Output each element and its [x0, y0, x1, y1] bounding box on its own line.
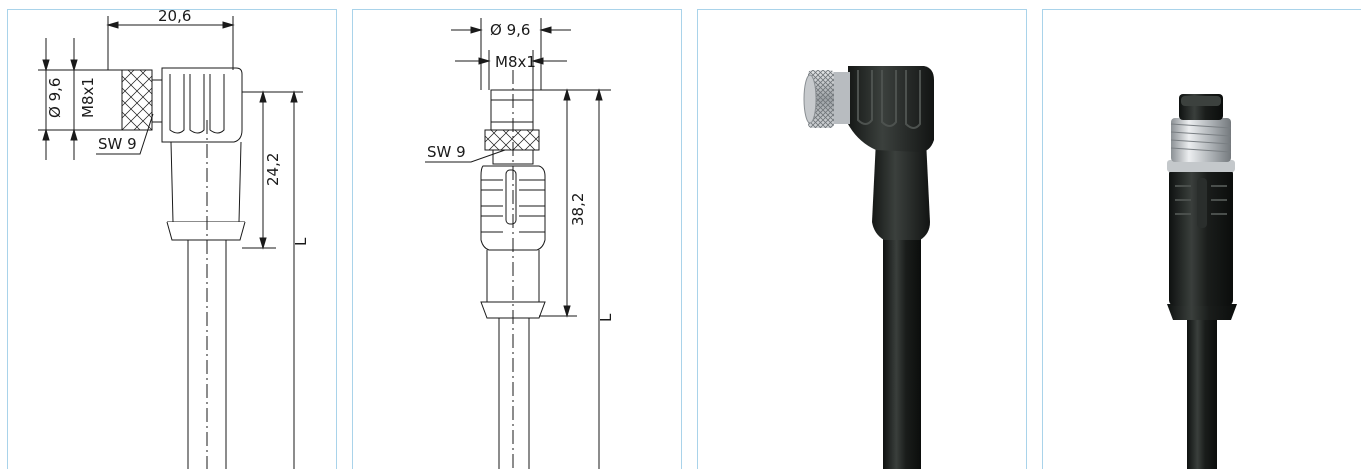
straight-connector-drawing: Ø 9,6 M8x1 SW 9 38,2 L	[425, 18, 615, 469]
cable	[883, 230, 921, 469]
overall-width-label: 20,6	[158, 10, 191, 25]
photo-panel-right-angle	[697, 9, 1027, 469]
diameter-label: Ø 9,6	[46, 78, 64, 118]
wrench-size-label: SW 9	[427, 143, 466, 161]
cable-length-label: L	[597, 313, 615, 322]
diameter-label: Ø 9,6	[490, 21, 530, 39]
photo-panel-straight	[1042, 9, 1361, 469]
connector-grip	[1169, 168, 1233, 306]
body-length-label: 24,2	[264, 153, 282, 186]
drawing-panel-right-angle: 20,6 Ø 9,6 M8x1 SW 9 24,2 L	[7, 9, 337, 469]
right-angle-connector-drawing: 20,6 Ø 9,6 M8x1 SW 9 24,2 L	[38, 10, 310, 469]
connector-head	[848, 66, 934, 152]
cable	[1187, 310, 1217, 469]
body-length-label: 38,2	[569, 193, 587, 226]
thread-label: M8x1	[79, 77, 97, 118]
wrench-size-label: SW 9	[98, 135, 137, 153]
cable-length-label: L	[292, 237, 310, 246]
connector-stem	[872, 140, 930, 222]
right-angle-connector-photo	[803, 66, 934, 469]
drawing-panel-straight: Ø 9,6 M8x1 SW 9 38,2 L	[352, 9, 682, 469]
straight-connector-photo	[1167, 94, 1237, 469]
thread-label: M8x1	[495, 53, 536, 71]
